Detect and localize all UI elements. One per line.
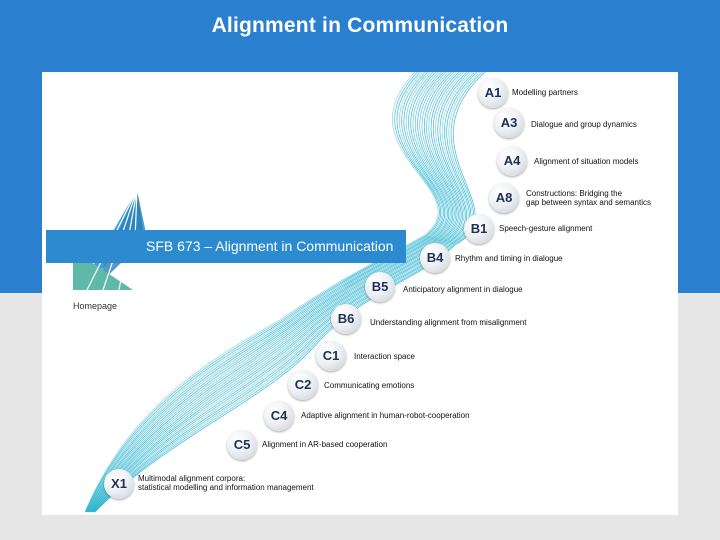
wave-line (84, 71, 439, 513)
project-label[interactable]: Anticipatory alignment in dialogue (403, 285, 523, 294)
slide-title: Alignment in Communication (211, 14, 509, 37)
project-bubble[interactable]: C2 (288, 370, 318, 400)
wave-line (87, 71, 450, 513)
project-label[interactable]: Constructions: Bridging the (526, 189, 623, 198)
project-label[interactable]: Modelling partners (512, 88, 578, 97)
wave-line (86, 71, 447, 513)
project-bubble[interactable]: X1 (104, 469, 134, 499)
project-bubble[interactable]: B5 (365, 272, 395, 302)
project-bubble[interactable]: A4 (497, 146, 527, 176)
project-bubble[interactable]: A3 (494, 108, 524, 138)
wave-line (85, 71, 440, 513)
wave-line (85, 71, 442, 513)
project-label-line2[interactable]: statistical modelling and information ma… (138, 483, 314, 492)
project-label[interactable]: Communicating emotions (324, 381, 415, 390)
wave-line (85, 71, 443, 513)
project-bubble[interactable]: B6 (331, 304, 361, 334)
project-label[interactable]: Speech-gesture alignment (499, 224, 593, 233)
project-bubble[interactable]: A1 (478, 78, 508, 108)
project-bubble[interactable]: C1 (316, 341, 346, 371)
sfb-banner-title[interactable]: SFB 673 – Alignment in Communication (146, 238, 394, 254)
project-label[interactable]: Interaction space (354, 352, 415, 361)
sfb-banner[interactable] (46, 230, 406, 263)
wave-line (86, 71, 445, 513)
project-label[interactable]: Understanding alignment from misalignmen… (370, 318, 527, 327)
project-bubble[interactable]: B1 (464, 214, 494, 244)
wave-line (86, 71, 444, 513)
project-bubble[interactable]: C5 (227, 430, 257, 460)
project-label[interactable]: Alignment of situation models (534, 157, 639, 166)
project-label[interactable]: Rhythm and timing in dialogue (455, 254, 563, 263)
project-label-line2[interactable]: gap between syntax and semantics (526, 198, 651, 207)
homepage-link[interactable]: Homepage (73, 301, 118, 311)
project-label[interactable]: Multimodal alignment corpora: (138, 474, 246, 483)
wave-line (87, 71, 448, 513)
project-label[interactable]: Adaptive alignment in human-robot-cooper… (301, 411, 470, 420)
wave-line (94, 71, 486, 513)
project-label[interactable]: Alignment in AR-based cooperation (262, 440, 388, 449)
project-label[interactable]: Dialogue and group dynamics (531, 120, 637, 129)
project-bubble[interactable]: B4 (420, 243, 450, 273)
project-bubble[interactable]: A8 (489, 183, 519, 213)
project-bubble[interactable]: C4 (264, 401, 294, 431)
